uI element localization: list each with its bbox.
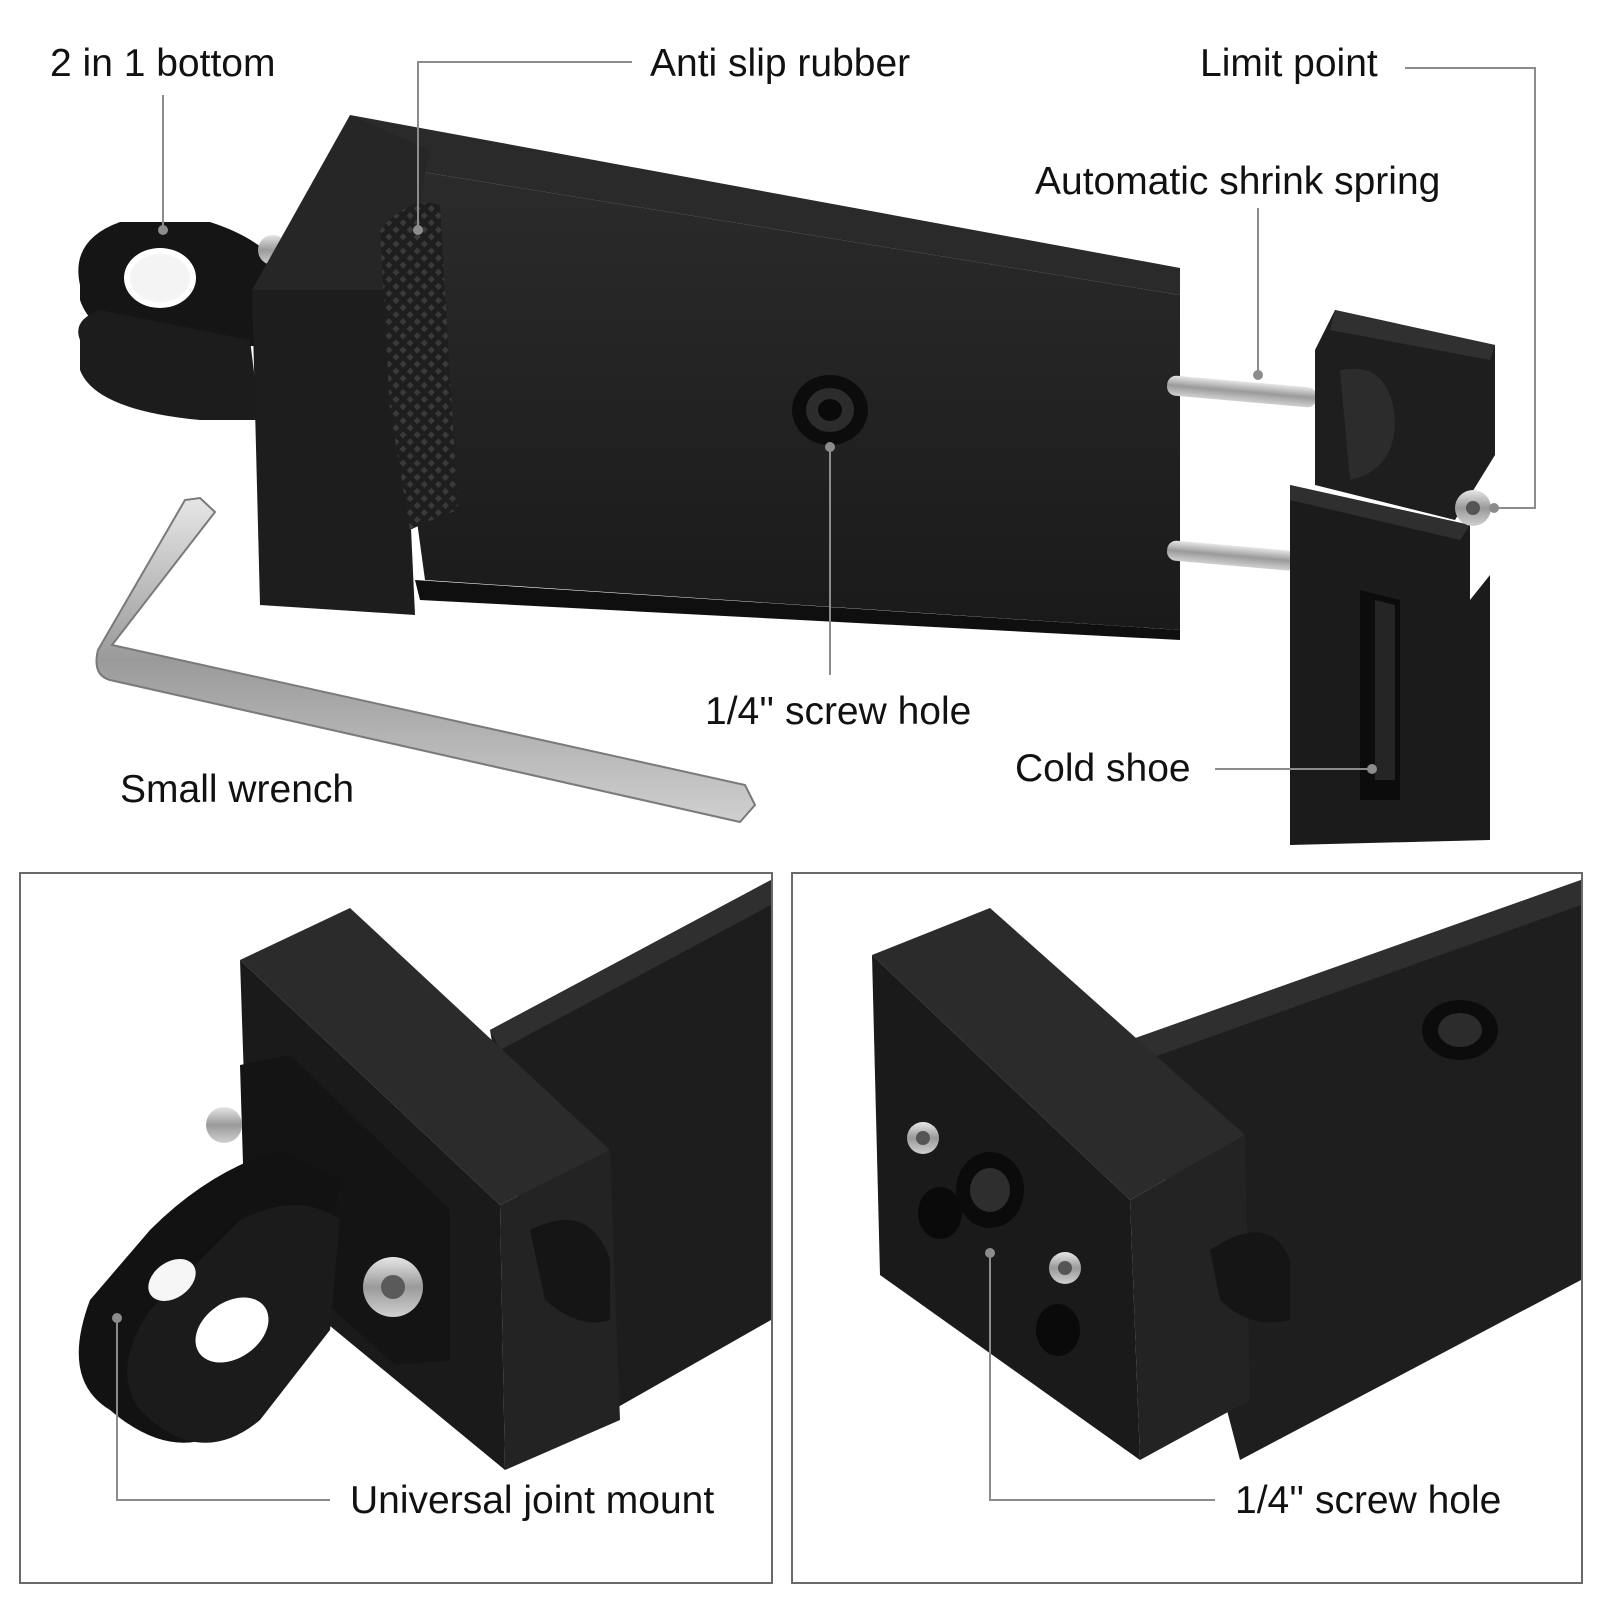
main-clamp-illustration [78, 115, 1495, 845]
callout-screw-hole-top: 1/4'' screw hole [705, 442, 971, 733]
label-limit-point: Limit point [1200, 42, 1378, 85]
callout-limit-point: Limit point [1200, 42, 1536, 513]
callout-anti-slip-rubber: Anti slip rubber [413, 42, 910, 235]
callout-cold-shoe: Cold shoe [1015, 747, 1377, 790]
gopro-mount-top [78, 222, 288, 420]
detail-panel-screw-holes: 1/4'' screw hole [791, 872, 1583, 1584]
label-automatic-shrink-spring: Automatic shrink spring [1035, 160, 1440, 203]
detail-panel-universal-joint: Universal joint mount [19, 872, 773, 1584]
hex-key-wrench [95, 496, 757, 824]
callout-two-in-one-bottom: 2 in 1 bottom [50, 42, 275, 235]
label-screw-hole-top: 1/4'' screw hole [705, 690, 971, 733]
label-two-in-one-bottom: 2 in 1 bottom [50, 42, 275, 85]
clamp-right-jaw [1290, 310, 1495, 845]
label-small-wrench: Small wrench [120, 768, 354, 811]
label-anti-slip-rubber: Anti slip rubber [650, 42, 910, 85]
label-universal-joint-mount: Universal joint mount [350, 1479, 714, 1522]
spring-rods [1167, 375, 1317, 571]
screw-hole-top [792, 375, 868, 445]
label-screw-hole-bottom: 1/4'' screw hole [1235, 1479, 1501, 1522]
label-cold-shoe: Cold shoe [1015, 747, 1191, 790]
callout-automatic-shrink-spring: Automatic shrink spring [1035, 160, 1440, 380]
callout-small-wrench: Small wrench [120, 768, 354, 811]
clamp-main-body [252, 115, 1180, 640]
